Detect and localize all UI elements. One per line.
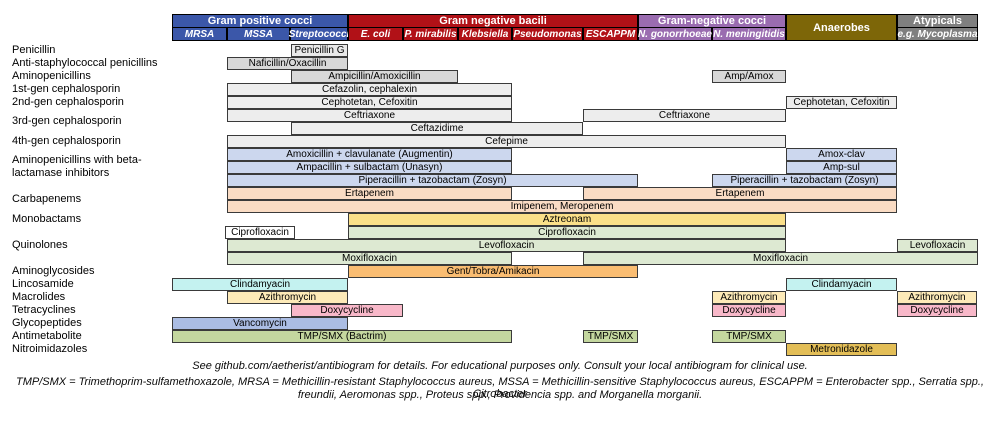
header-column-pseudomonas: Pseudomonas — [512, 27, 583, 41]
class-label-nitroimidazoles: Nitroimidazoles — [12, 343, 88, 355]
header-column-klebsiella: Klebsiella — [458, 27, 512, 41]
bar-ciprofloxacin: Ciprofloxacin — [225, 226, 295, 239]
bar-azithromycin-2: Azithromycin — [712, 291, 786, 304]
bar-doxycycline-2: Doxycycline — [712, 304, 786, 317]
bar-ciprofloxacin-2: Ciprofloxacin — [348, 226, 786, 239]
header-column-escappm: ESCAPPM — [583, 27, 638, 41]
class-label-3rd-gen-cephalosporin: 3rd-gen cephalosporin — [12, 115, 122, 127]
bar-moxifloxacin: Moxifloxacin — [227, 252, 512, 265]
header-column-mrsa: MRSA — [172, 27, 227, 41]
bar-clindamyacin-2: Clindamyacin — [786, 278, 897, 291]
bar-levofloxacin-2: Levofloxacin — [897, 239, 978, 252]
bar-azithromycin-3: Azithromycin — [897, 291, 977, 304]
bar-levofloxacin: Levofloxacin — [227, 239, 786, 252]
bar-penicillin-g: Penicillin G — [291, 44, 348, 57]
bar-clindamyacin: Clindamyacin — [172, 278, 348, 291]
class-label-glycopeptides: Glycopeptides — [12, 317, 82, 329]
bar-tmp-smx-2: TMP/SMX — [712, 330, 786, 343]
bar-imipenem-meropenem: Imipenem, Meropenem — [227, 200, 897, 213]
header-group-atypicals: Atypicals — [897, 14, 978, 28]
header-column-n-meningitidis: N. meningitidis — [712, 27, 786, 41]
bar-metronidazole: Metronidazole — [786, 343, 897, 356]
footer-disclaimer: See github.com/aetherist/antibiogram for… — [192, 360, 808, 372]
footer-abbreviations-line2: freundii, Aeromonas spp., Proteus spp., … — [297, 389, 703, 401]
bar-amp-sul: Amp-sul — [786, 161, 897, 174]
header-group-gram-negative-cocci: Gram-negative cocci — [638, 14, 786, 28]
bar-amp-amox: Amp/Amox — [712, 70, 786, 83]
bar-aztreonam: Aztreonam — [348, 213, 786, 226]
bar-moxifloxacin-2: Moxifloxacin — [583, 252, 978, 265]
bar-doxycycline-3: Doxycycline — [897, 304, 977, 317]
class-label-carbapenems: Carbapenems — [12, 193, 82, 205]
bar-ertapenem: Ertapenem — [227, 187, 512, 200]
bar-doxycycline: Doxycycline — [291, 304, 403, 317]
header-column-mssa: MSSA — [227, 27, 290, 41]
header-column-n-gonorrhoeae: N. gonorrhoeae — [638, 27, 712, 41]
class-label-1st-gen-cephalosporin: 1st-gen cephalosporin — [12, 83, 121, 95]
bar-ceftriaxone-2: Ceftriaxone — [583, 109, 786, 122]
bar-tmp-smx-bactrim: TMP/SMX (Bactrim) — [172, 330, 512, 343]
header-column-p-mirabilis: P. mirabilis — [403, 27, 458, 41]
class-label-lincosamide: Lincosamide — [12, 278, 74, 290]
class-label-antimetabolite: Antimetabolite — [12, 330, 82, 342]
bar-ceftazidime: Ceftazidime — [291, 122, 583, 135]
bar-ertapenem-2: Ertapenem — [583, 187, 897, 200]
class-label-penicillin: Penicillin — [12, 44, 56, 56]
bar-vancomycin: Vancomycin — [172, 317, 348, 330]
class-label-quinolones: Quinolones — [12, 239, 68, 251]
header-column-e-coli: E. coli — [348, 27, 403, 41]
bar-amox-clav: Amox-clav — [786, 148, 897, 161]
bar-tmp-smx: TMP/SMX — [583, 330, 638, 343]
bar-cefazolin-cephalexin: Cefazolin, cephalexin — [227, 83, 512, 96]
class-label-aminopenicillins-with-beta: Aminopenicillins with beta- lactamase in… — [12, 154, 142, 179]
footer-abbreviations-line1: TMP/SMX = Trimethoprim-sulfamethoxazole,… — [16, 376, 984, 400]
class-label-2nd-gen-cephalosporin: 2nd-gen cephalosporin — [12, 96, 124, 108]
header-column-e-g-mycoplasma: e.g. Mycoplasma — [897, 27, 978, 41]
class-label-monobactams: Monobactams — [12, 213, 82, 225]
bar-amoxicillin-clavulanate-augmentin: Amoxicillin + clavulanate (Augmentin) — [227, 148, 512, 161]
bar-piperacillin-tazobactam-zosyn: Piperacillin + tazobactam (Zosyn) — [227, 174, 638, 187]
header-group-anaerobes: Anaerobes — [786, 14, 897, 41]
header-group-gram-positive-cocci: Gram positive cocci — [172, 14, 348, 28]
bar-ceftriaxone: Ceftriaxone — [227, 109, 512, 122]
bar-ampacillin-sulbactam-unasyn: Ampacillin + sulbactam (Unasyn) — [227, 161, 512, 174]
bar-azithromycin: Azithromycin — [227, 291, 348, 304]
header-group-gram-negative-bacili: Gram negative bacili — [348, 14, 638, 28]
class-label-anti-staphylococcal-penicillins: Anti-staphylococcal penicillins — [12, 57, 158, 69]
header-column-streptococci: Streptococci — [288, 27, 350, 41]
bar-naficillin-oxacillin: Naficillin/Oxacillin — [227, 57, 348, 70]
class-label-aminoglycosides: Aminoglycosides — [12, 265, 95, 277]
class-label-aminopenicillins: Aminopenicillins — [12, 70, 91, 82]
bar-ampicillin-amoxicillin: Ampicillin/Amoxicillin — [291, 70, 458, 83]
class-label-4th-gen-cephalosporin: 4th-gen cephalosporin — [12, 135, 121, 147]
bar-piperacillin-tazobactam-zosyn-2: Piperacillin + tazobactam (Zosyn) — [712, 174, 897, 187]
bar-cefepime: Cefepime — [227, 135, 786, 148]
bar-gent-tobra-amikacin: Gent/Tobra/Amikacin — [348, 265, 638, 278]
class-label-macrolides: Macrolides — [12, 291, 66, 303]
class-label-tetracyclines: Tetracyclines — [12, 304, 76, 316]
bar-cephotetan-cefoxitin: Cephotetan, Cefoxitin — [227, 96, 512, 109]
bar-cephotetan-cefoxitin-2: Cephotetan, Cefoxitin — [786, 96, 897, 109]
